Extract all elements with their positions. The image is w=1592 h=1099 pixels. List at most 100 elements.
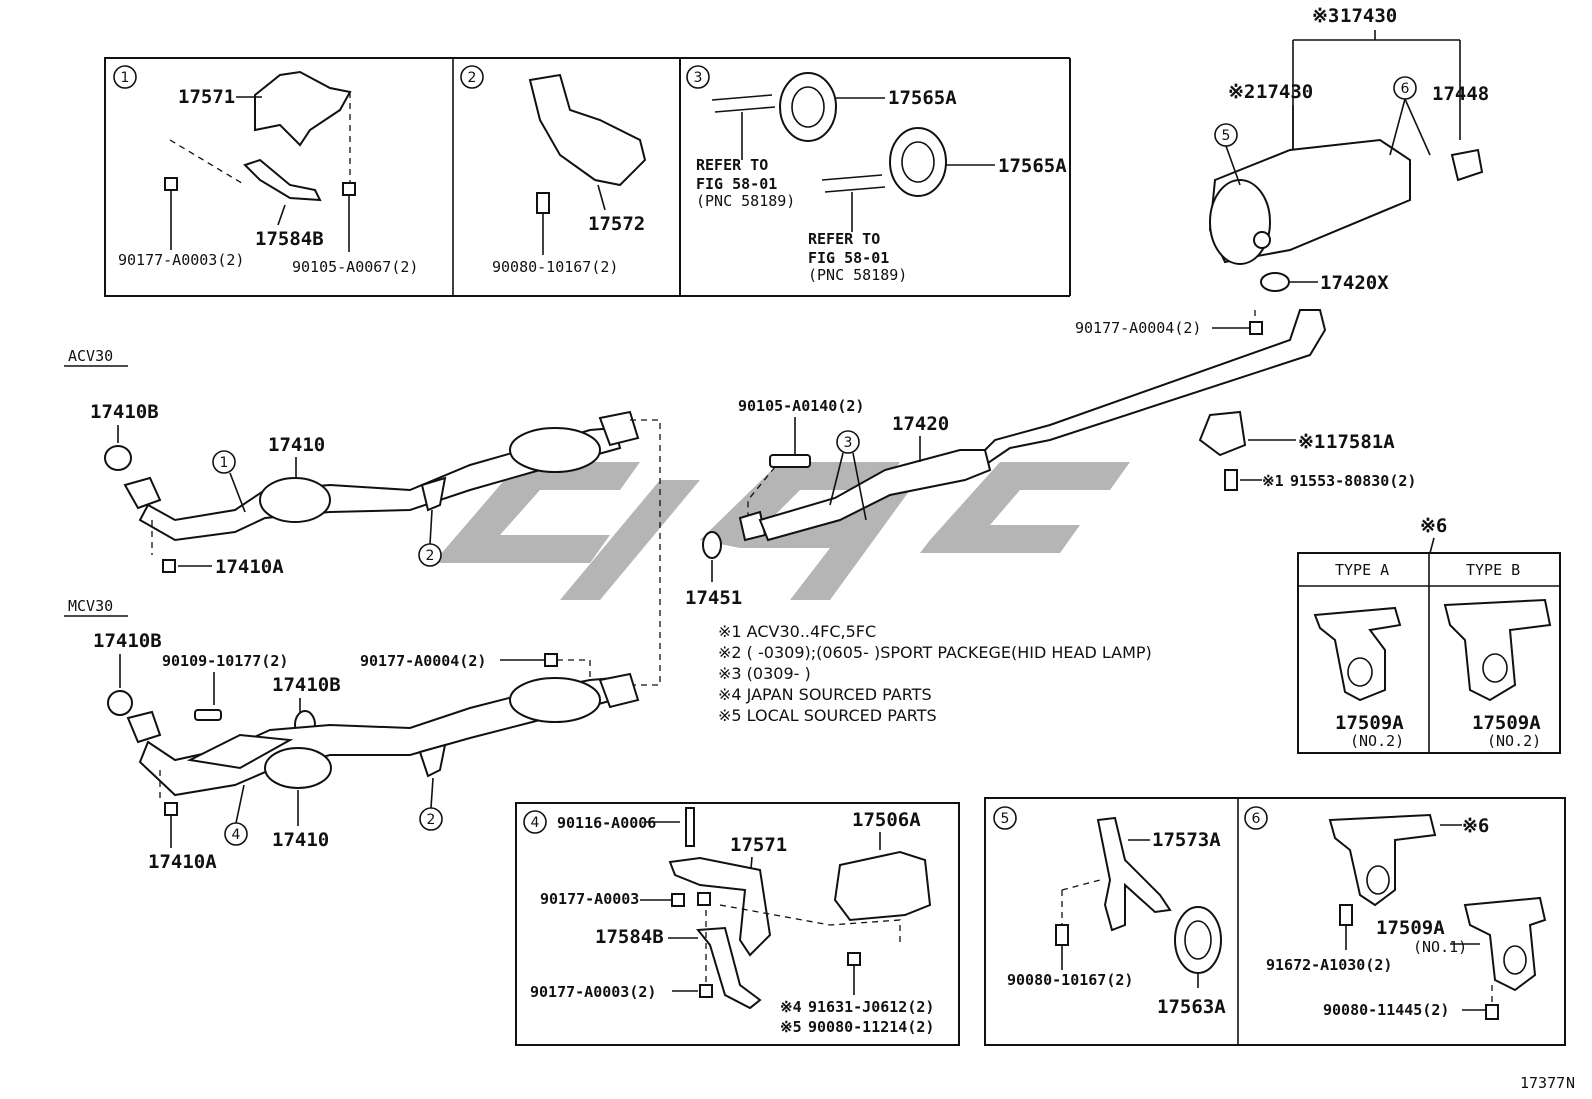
inset-2-bracket-label: 17572 — [588, 213, 645, 235]
muffler-assy-label: 17430 — [1340, 5, 1397, 27]
muffler-tip-label: 17448 — [1432, 83, 1489, 105]
center-pipe-17420 — [758, 449, 992, 542]
mcv30-gasket2-label: 17410B — [272, 674, 341, 696]
inset-3-refer-2a: REFER TO — [808, 230, 880, 248]
mcv30-gasket-label: 17410B — [93, 630, 162, 652]
watermark-logo — [430, 462, 1130, 600]
inset-4-number: 4 — [531, 815, 540, 831]
inset-1-number: 1 — [121, 70, 130, 86]
muffler-nut-label: 90177-A0004(2) — [1075, 319, 1201, 337]
gasket-17451 — [702, 531, 722, 559]
muffler-bolt-label: 91553-80830(2) — [1290, 472, 1416, 490]
bracket-17571-box4 — [668, 856, 772, 957]
inset-6-bolt2-label: 90080-11445(2) — [1323, 1001, 1449, 1019]
inset-4-stud-label: 90116-A0006 — [557, 814, 656, 832]
inset-2-number: 2 — [468, 70, 477, 86]
inset-4-lower-bracket-label: 17584B — [595, 926, 664, 948]
inset-5-bracket-label: 17573A — [1152, 829, 1221, 851]
mcv30-model-label: MCV30 — [68, 597, 113, 615]
inset-6-mark: ※6 — [1462, 815, 1489, 837]
type-a-label: TYPE A — [1335, 561, 1389, 579]
mcv30-front-pipe: MCV30 17410B 90109-10177(2) 17410B 90177… — [64, 597, 640, 873]
muffler-assy-mark: ※3 — [1312, 5, 1339, 27]
center-bolt-label: 90105-A0140(2) — [738, 397, 864, 415]
acv30-circle-2: 2 — [426, 548, 435, 564]
figure-id-suffix: N — [1566, 1074, 1575, 1092]
muffler-sub-label: 17430 — [1256, 81, 1313, 103]
bracket-17572 — [528, 73, 647, 187]
inset-6-support-sub: (NO.1) — [1413, 938, 1467, 956]
center-pipe-label: 17420 — [892, 413, 949, 435]
inset-3-refer-2b: FIG 58-01 — [808, 249, 889, 267]
hanger-mark: ※1 — [1298, 431, 1325, 453]
inset-4-part5: 90080-11214(2) — [808, 1018, 934, 1036]
inset-3-hanger-a-label: 17565A — [888, 87, 957, 109]
figure-id: 17377 — [1520, 1074, 1565, 1092]
bracket-17571 — [254, 70, 352, 147]
inset-4-note5-mark: ※5 — [780, 1018, 802, 1036]
center-gasket-label: 17451 — [685, 587, 742, 609]
type-table-mark: ※6 — [1420, 515, 1447, 537]
inset-2-bolt-label: 90080-10167(2) — [492, 258, 618, 276]
gasket-17410b-acv — [104, 445, 132, 471]
center-pipe: 90105-A0140(2) 17420 3 17451 — [685, 397, 992, 609]
acv30-nut-label: 17410A — [215, 556, 284, 578]
inset-6-bolt1-label: 91672-A1030(2) — [1266, 956, 1392, 974]
inset-1-nut-label: 90177-A0003(2) — [118, 251, 244, 269]
type-table: ※6 TYPE A TYPE B 17509A (NO.2) 17509A (N… — [1297, 515, 1561, 754]
inset-1: 1 17571 17584B 90177-A0003(2) 90105-A006… — [113, 65, 418, 276]
inset-3-refer-2c: (PNC 58189) — [808, 266, 907, 284]
inset-1-bolt-label: 90105-A0067(2) — [292, 258, 418, 276]
mcv30-circle-2: 2 — [427, 812, 436, 828]
mcv30-pipe-label: 17410 — [272, 829, 329, 851]
inset-5-hanger-label: 17563A — [1157, 996, 1226, 1018]
mcv30-bolt-label: 90109-10177(2) — [162, 652, 288, 670]
note-5: ※5 LOCAL SOURCED PARTS — [718, 706, 937, 725]
muffler-gasket-label: 17420X — [1320, 272, 1389, 294]
inset-6: 6 ※6 91672-A1030(2) 17509A (NO.1) 90080-… — [1244, 806, 1547, 1020]
hanger-label: 17581A — [1326, 431, 1395, 453]
muffler-circle-6: 6 — [1401, 81, 1410, 97]
bracket-17584b — [243, 158, 322, 202]
inset-6-support-label: 17509A — [1376, 917, 1445, 939]
support-type-a — [1313, 606, 1402, 702]
inset-4-nut-label: 90177-A0003 — [540, 890, 639, 908]
support-type-b — [1443, 598, 1552, 702]
hanger-17565a-bottom — [889, 127, 947, 197]
mcv30-circle-4: 4 — [232, 827, 241, 843]
type-b-sub: (NO.2) — [1487, 732, 1541, 750]
inset-frame-5-6 — [984, 797, 1566, 1046]
center-circle-3: 3 — [844, 435, 853, 451]
muffler-sub-mark: ※2 — [1228, 81, 1255, 103]
bracket-17584b-box4 — [696, 926, 762, 1010]
acv30-front-pipe: ACV30 17410B 17410 1 2 17410A — [64, 347, 661, 686]
tail-tip-17448 — [1450, 148, 1484, 182]
inset-1-bracket-label: 17571 — [178, 86, 235, 108]
acv30-gasket-label: 17410B — [90, 401, 159, 423]
inset-4: 4 90116-A0006 17571 90177-A0003 17584B 9… — [515, 802, 960, 1046]
bracket-17573a — [1096, 816, 1172, 932]
support-box6-top — [1328, 813, 1437, 907]
inset-1-lower-bracket-label: 17584B — [255, 228, 324, 250]
inset-4-nut2-label: 90177-A0003(2) — [530, 983, 656, 1001]
type-b-label: TYPE B — [1466, 561, 1520, 579]
inset-3-refer-1b: FIG 58-01 — [696, 175, 777, 193]
inset-4-bracket-label: 17571 — [730, 834, 787, 856]
inset-3-hanger-b-label: 17565A — [998, 155, 1067, 177]
inset-2: 2 17572 90080-10167(2) — [460, 65, 647, 276]
inset-4-insulator-label: 17506A — [852, 809, 921, 831]
acv30-model-label: ACV30 — [68, 347, 113, 365]
type-a-part: 17509A — [1335, 712, 1404, 734]
note-1: ※1 ACV30..4FC,5FC — [718, 622, 876, 641]
note-2: ※2 ( -0309);(0605- )SPORT PACKEGE(HID HE… — [718, 643, 1152, 662]
inset-4-part4: 91631-J0612(2) — [808, 998, 934, 1016]
gasket-17410b-mcv-1 — [107, 690, 133, 716]
inset-4-note4-mark: ※4 — [780, 998, 802, 1016]
inset-6-number: 6 — [1252, 811, 1261, 827]
inset-3-refer-1c: (PNC 58189) — [696, 192, 795, 210]
note-4: ※4 JAPAN SOURCED PARTS — [718, 685, 932, 704]
footnotes: ※1 ACV30..4FC,5FC ※2 ( -0309);(0605- )SP… — [718, 622, 1152, 725]
note-3: ※3 (0309- ) — [718, 664, 811, 683]
inset-3-number: 3 — [694, 70, 703, 86]
